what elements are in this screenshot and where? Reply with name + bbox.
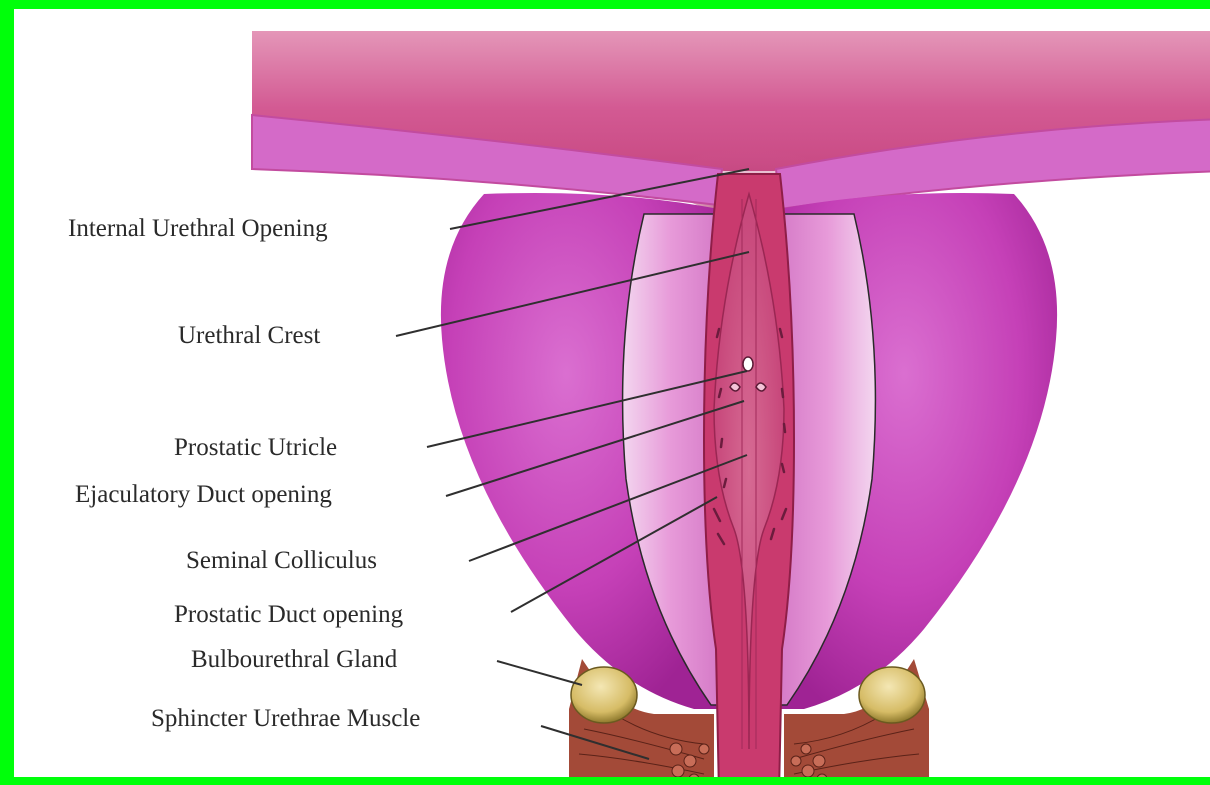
label-urethral-crest: Urethral Crest	[178, 322, 320, 349]
label-prostatic-utricle: Prostatic Utricle	[174, 434, 337, 461]
label-internal-urethral-opening: Internal Urethral Opening	[68, 215, 328, 242]
label-prostatic-duct-opening: Prostatic Duct opening	[174, 601, 404, 628]
label-seminal-colliculus: Seminal Colliculus	[186, 547, 377, 574]
label-ejaculatory-duct-opening: Ejaculatory Duct opening	[75, 481, 332, 508]
labels: Internal Urethral Opening Urethral Crest…	[68, 215, 420, 732]
urethra	[704, 174, 794, 785]
leader-bulbourethral-gland	[497, 661, 582, 685]
prostate-urethra-diagram: Internal Urethral Opening Urethral Crest…	[14, 9, 1210, 785]
label-bulbourethral-gland: Bulbourethral Gland	[191, 646, 398, 673]
label-sphincter-urethrae-muscle: Sphincter Urethrae Muscle	[151, 705, 420, 732]
